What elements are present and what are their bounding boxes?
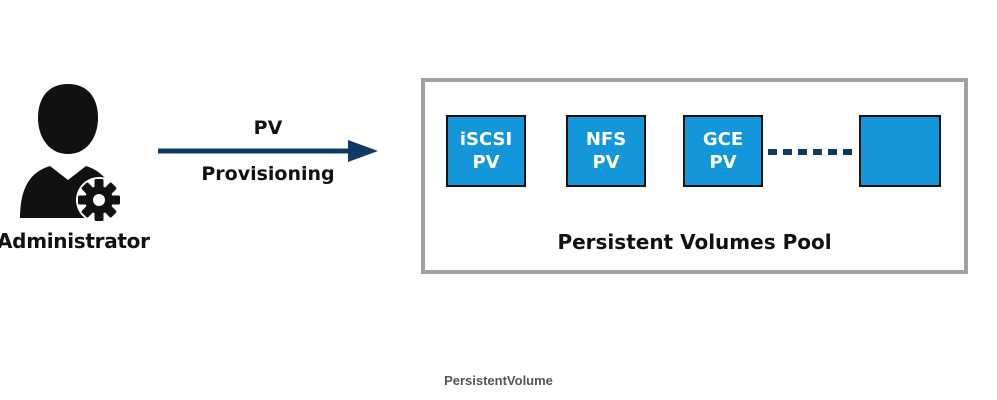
user-gear-icon bbox=[20, 84, 122, 222]
arrow-label-pv: PV bbox=[253, 117, 283, 139]
volume-gce-line2: PV bbox=[709, 152, 737, 173]
volume-gce-line1: GCE bbox=[702, 129, 744, 150]
volume-nfs: NFS PV bbox=[566, 115, 646, 187]
volume-iscsi-line1: iSCSI bbox=[459, 129, 513, 150]
arrow-label-provisioning: Provisioning bbox=[201, 163, 335, 185]
volume-gce: GCE PV bbox=[683, 115, 763, 187]
figure-caption: PersistentVolume bbox=[444, 373, 553, 388]
volume-nfs-line2: PV bbox=[592, 152, 620, 173]
volume-nfs-line1: NFS bbox=[585, 129, 627, 150]
volume-additional bbox=[859, 115, 941, 187]
volume-iscsi-line2: PV bbox=[472, 152, 500, 173]
pool-label: Persistent Volumes Pool bbox=[557, 230, 832, 254]
administrator-label: Administrator bbox=[0, 229, 150, 253]
provisioning-arrow bbox=[158, 140, 378, 162]
volume-iscsi: iSCSI PV bbox=[446, 115, 526, 187]
ellipsis-connector bbox=[768, 149, 852, 155]
